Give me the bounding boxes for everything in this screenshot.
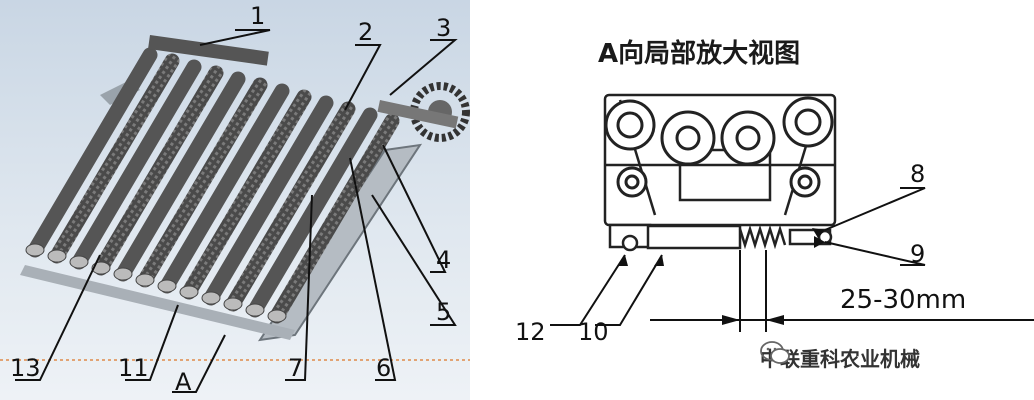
callout-12: 12 xyxy=(515,318,546,346)
leader-lines xyxy=(15,29,458,393)
arrow-10 xyxy=(654,255,664,266)
assembly-drawing: 1 2 3 4 5 6 7 11 13 A xyxy=(0,2,470,396)
callout-9: 9 xyxy=(910,240,925,268)
rollers-top xyxy=(604,96,834,198)
roller-end-cap xyxy=(201,291,221,305)
arrow-12 xyxy=(618,255,628,266)
roller xyxy=(203,95,334,306)
roller xyxy=(27,47,158,258)
roller-end-cap xyxy=(135,273,155,287)
roller xyxy=(71,59,202,270)
roller xyxy=(115,71,246,282)
detail-title: A向局部放大视图 xyxy=(598,38,800,69)
roller xyxy=(225,101,356,312)
wechat-icon xyxy=(760,341,790,364)
callout-A: A xyxy=(175,368,192,396)
roller xyxy=(159,83,290,294)
roller-end-cap xyxy=(223,297,243,311)
assembly-3d-view: 1 2 3 4 5 6 7 11 13 A xyxy=(0,0,470,400)
drive-shaft xyxy=(148,34,269,66)
roller xyxy=(93,65,224,276)
arrow-8 xyxy=(812,228,825,238)
roller xyxy=(49,53,180,264)
watermark: 中联重科农业机械 xyxy=(760,340,1020,374)
callout-4: 4 xyxy=(436,246,451,274)
roller-end-cap xyxy=(267,309,287,323)
gear-shaft xyxy=(377,100,459,129)
roller xyxy=(269,113,400,324)
callout-6: 6 xyxy=(376,354,391,382)
roller-end-cap xyxy=(157,279,177,293)
detail-view-a: A向局部放大视图 xyxy=(470,0,1034,400)
roller-group xyxy=(25,47,400,324)
arrow-9 xyxy=(814,236,825,248)
sprocket xyxy=(410,82,470,142)
callout-13: 13 xyxy=(10,354,41,382)
roller-end-cap xyxy=(179,285,199,299)
callout-8: 8 xyxy=(910,160,925,188)
roller-end-cap xyxy=(113,267,133,281)
dim-arrow-right xyxy=(766,315,784,325)
roller-end-cap xyxy=(91,261,111,275)
roller xyxy=(247,107,378,318)
roller-end-cap xyxy=(245,303,265,317)
callout-3: 3 xyxy=(436,14,451,42)
roller-end-cap xyxy=(25,243,45,257)
detail-drawing: A向局部放大视图 xyxy=(515,38,1034,346)
front-frame-rail xyxy=(20,265,295,340)
dim-arrow-left xyxy=(722,315,740,325)
roller xyxy=(181,89,312,300)
roller-end-cap xyxy=(47,249,67,263)
roller-end-cap xyxy=(69,255,89,269)
callout-10: 10 xyxy=(578,318,609,346)
detail-leaders xyxy=(550,187,1034,332)
callout-2: 2 xyxy=(358,18,373,46)
spring-assembly xyxy=(608,223,833,252)
callout-11: 11 xyxy=(118,354,149,382)
callout-7: 7 xyxy=(288,354,303,382)
callout-1: 1 xyxy=(250,2,265,30)
roller xyxy=(137,77,268,288)
callout-5: 5 xyxy=(436,298,451,326)
dimension-label: 25-30mm xyxy=(840,285,966,315)
